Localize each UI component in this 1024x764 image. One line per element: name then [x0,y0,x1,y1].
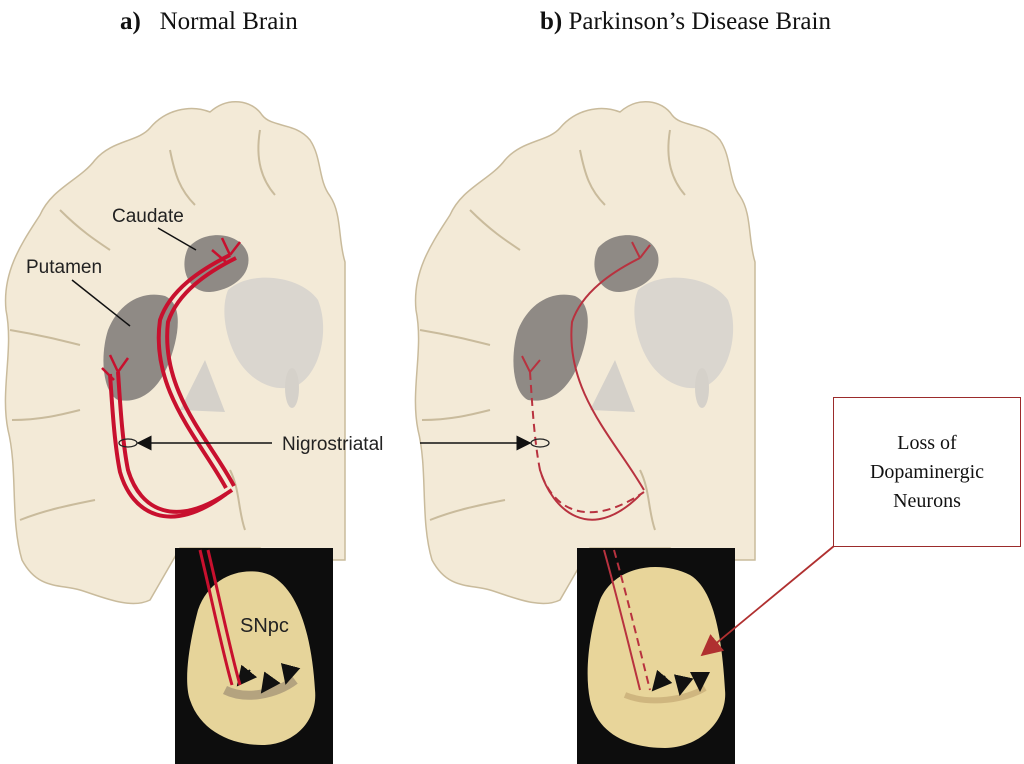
caudate-label: Caudate [112,206,184,227]
snpc-label: SNpc [240,615,289,637]
normal-brain [5,102,345,604]
normal-snpc-photo [175,548,333,764]
pd-brain [415,102,755,604]
callout-line-2: Dopaminergic [870,458,984,487]
pd-ventricle [695,368,709,408]
normal-ventricle [285,368,299,408]
nigrostriatal-label: Nigrostriatal [282,434,383,455]
callout-box: Loss of Dopaminergic Neurons [833,397,1021,547]
callout-line-1: Loss of [870,429,984,458]
callout-line-3: Neurons [870,487,984,516]
putamen-label: Putamen [26,257,102,278]
pd-snpc-photo [577,548,735,764]
